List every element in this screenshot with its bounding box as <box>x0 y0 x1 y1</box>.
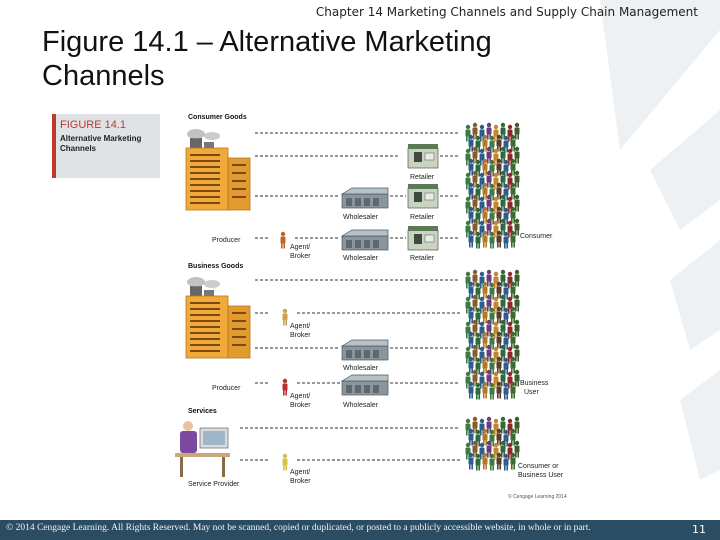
agent-label-3a: Agent/ <box>290 393 310 400</box>
section-services: Services <box>188 408 217 415</box>
retailer-store-icon <box>408 184 438 208</box>
wholesaler-label-3: Wholesaler <box>343 365 379 372</box>
copyright-notice: © 2014 Cengage Learning. All Rights Rese… <box>6 523 591 533</box>
section-consumer-goods: Consumer Goods <box>188 114 247 121</box>
service-provider-icon <box>175 421 230 477</box>
wholesaler-warehouse-icon <box>342 375 388 395</box>
retailer-label-2: Retailer <box>410 214 435 221</box>
agent-broker-icon <box>283 454 288 471</box>
wholesaler-warehouse-icon <box>342 340 388 360</box>
retailer-store-icon <box>408 144 438 168</box>
agent-label-3b: Broker <box>290 402 311 409</box>
agent-broker-icon <box>283 309 288 326</box>
wholesaler-label-4: Wholesaler <box>343 402 379 409</box>
business-user-label-2: User <box>524 389 539 396</box>
slide-title: Figure 14.1 – Alternative Marketing Chan… <box>42 25 602 93</box>
consumer-label: Consumer <box>520 233 553 240</box>
agent-label-1a: Agent/ <box>290 244 310 251</box>
agent-broker-icon <box>281 232 286 249</box>
retailer-store-icon <box>408 226 438 250</box>
retailer-label-3: Retailer <box>410 255 435 262</box>
producer-building-icon <box>186 129 250 210</box>
marketing-channels-diagram: FIGURE 14.1 Alternative Marketing Channe… <box>40 108 580 503</box>
page-number: 11 <box>692 523 706 536</box>
figure-tag-title-2: Channels <box>60 144 97 153</box>
wholesaler-label-1: Wholesaler <box>343 214 379 221</box>
service-provider-label: Service Provider <box>188 481 240 488</box>
business-user-label-1: Business <box>520 380 549 387</box>
producer-building-icon <box>186 277 250 358</box>
producer-label-2: Producer <box>212 385 241 392</box>
wholesaler-label-2: Wholesaler <box>343 255 379 262</box>
section-business-goods: Business Goods <box>188 263 243 270</box>
agent-label-1b: Broker <box>290 253 311 260</box>
producer-label-1: Producer <box>212 237 241 244</box>
figure-tag-title-1: Alternative Marketing <box>60 134 141 143</box>
wholesaler-warehouse-icon <box>342 188 388 208</box>
figure-credit: © Cengage Learning 2014 <box>508 493 567 500</box>
agent-label-2a: Agent/ <box>290 323 310 330</box>
agent-label-4b: Broker <box>290 478 311 485</box>
footer-bar: © 2014 Cengage Learning. All Rights Rese… <box>0 520 720 540</box>
wholesaler-warehouse-icon <box>342 230 388 250</box>
agent-label-4a: Agent/ <box>290 469 310 476</box>
consumer-or-business-label-2: Business User <box>518 472 564 479</box>
agent-broker-icon <box>283 379 288 396</box>
consumer-or-business-label-1: Consumer or <box>518 463 559 470</box>
business-user-crowd-icon <box>466 270 520 300</box>
figure-tag-number: FIGURE 14.1 <box>60 119 126 131</box>
chapter-header: Chapter 14 Marketing Channels and Supply… <box>316 5 698 19</box>
agent-label-2b: Broker <box>290 332 311 339</box>
retailer-label-1: Retailer <box>410 174 435 181</box>
